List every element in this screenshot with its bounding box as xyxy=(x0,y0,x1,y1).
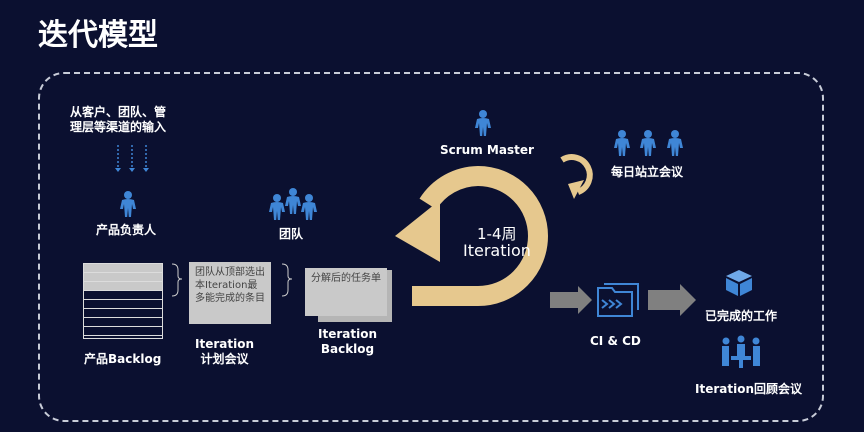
iteration-loop-icon xyxy=(412,165,548,306)
team-icon xyxy=(269,188,317,220)
product-backlog-list xyxy=(83,263,163,339)
product-backlog-label: 产品Backlog xyxy=(84,352,162,366)
product-owner-icon xyxy=(120,191,136,217)
daily-standup-icon xyxy=(614,130,683,156)
team-label: 团队 xyxy=(279,227,304,241)
process-frame xyxy=(38,72,824,422)
planning-box: 团队从顶部选出本Iteration最多能完成的条目 xyxy=(189,262,271,324)
page-title: 迭代模型 xyxy=(38,18,158,53)
braces xyxy=(171,263,293,297)
flow-arrow-2 xyxy=(648,284,696,316)
planning-label: Iteration 计划会议 xyxy=(195,337,254,366)
daily-standup-label: 每日站立会议 xyxy=(611,165,684,179)
iteration-loop-arrowhead xyxy=(395,200,440,262)
product-owner-label: 产品负责人 xyxy=(96,223,157,237)
scrum-master-icon xyxy=(475,110,491,136)
inputs-label: 从客户、团队、管 理层等渠道的输入 xyxy=(70,105,167,134)
retro-label: Iteration回顾会议 xyxy=(695,382,802,396)
tasks-box: 分解后的任务单 xyxy=(305,268,387,316)
retro-meeting-icon xyxy=(722,335,760,368)
done-work-cube-icon xyxy=(726,270,752,296)
iteration-backlog-label: Iteration Backlog xyxy=(318,327,377,356)
iteration-word: Iteration xyxy=(463,241,531,260)
iteration-period: 1-4周 xyxy=(477,225,517,243)
daily-loop-icon xyxy=(560,154,593,199)
cicd-label: CI & CD xyxy=(590,334,641,348)
input-arrows xyxy=(115,145,149,172)
done-work-label: 已完成的工作 xyxy=(705,309,778,323)
scrum-master-label: Scrum Master xyxy=(440,143,534,157)
cicd-icon xyxy=(597,283,639,317)
flow-arrow-1 xyxy=(550,286,592,314)
